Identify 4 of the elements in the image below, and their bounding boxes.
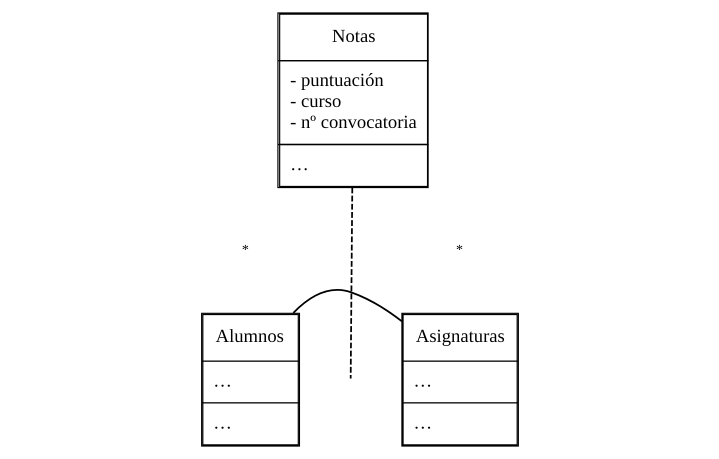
label: * (241, 243, 248, 258)
connector (292, 289, 402, 322)
label: * (456, 243, 463, 258)
connector (349, 188, 353, 378)
